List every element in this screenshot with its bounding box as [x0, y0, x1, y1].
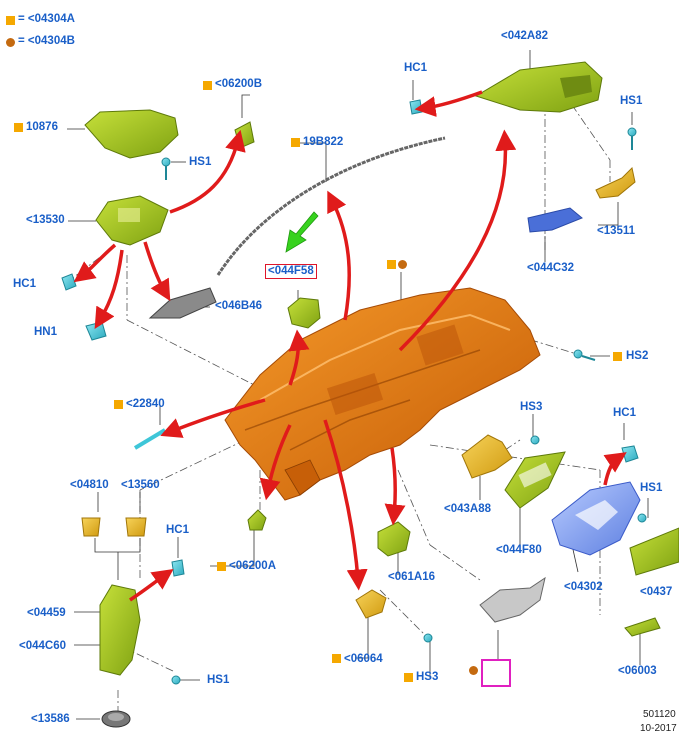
label-042A82: <042A82 — [501, 30, 548, 42]
label-leaders — [67, 50, 649, 720]
label-10876: 10876 — [26, 121, 58, 133]
defroster-seal — [216, 136, 446, 276]
marker-square — [14, 123, 23, 132]
clip-hc1-top — [409, 99, 423, 115]
label-06003: <06003 — [618, 665, 657, 677]
label-hc1: HC1 — [613, 407, 637, 419]
label-044F58-highlighted[interactable]: <044F58 — [265, 264, 317, 279]
marker-square — [291, 138, 300, 147]
glove-box-bracket — [595, 166, 636, 199]
label-19B822: 19B822 — [303, 136, 344, 148]
label-061A16: <061A16 — [388, 571, 435, 583]
center-bezel-blue — [551, 481, 641, 556]
label-hs3: HS3 — [520, 401, 543, 413]
red-arrows — [73, 90, 627, 602]
label-043A88: <043A88 — [444, 503, 491, 515]
screw-hs1-right — [637, 513, 647, 523]
duct-grey — [148, 287, 217, 319]
mount-bracket-lower — [247, 509, 267, 531]
clip-hc1-lower — [171, 559, 185, 577]
instrument-cluster-hood — [84, 109, 179, 159]
marker-circle — [469, 666, 478, 675]
legend-square-label: = <04304A — [18, 13, 75, 25]
kick-panel — [377, 521, 411, 557]
screw-hs1-top — [627, 127, 637, 150]
diagram-code: 501120 — [643, 709, 676, 720]
console-side-trim — [99, 584, 141, 676]
label-13530: <13530 — [26, 214, 65, 226]
label-13511: <13511 — [597, 225, 636, 237]
label-hs3: HS3 — [416, 671, 439, 683]
label-hs1: HS1 — [620, 95, 643, 107]
right-end-trim — [629, 527, 679, 576]
legend-square-marker — [6, 16, 15, 25]
fastener-22840 — [133, 428, 167, 450]
marker-square — [387, 260, 396, 269]
marker-square — [217, 562, 226, 571]
label-22840: <22840 — [126, 398, 165, 410]
nut-hn1 — [85, 321, 107, 341]
label-hs1: HS1 — [207, 674, 230, 686]
label-hc1: HC1 — [404, 62, 428, 74]
label-hs1: HS1 — [189, 156, 212, 168]
label-13560: <13560 — [121, 479, 160, 491]
label-hc1: HC1 — [13, 278, 37, 290]
label-044C60: <044C60 — [19, 640, 66, 652]
clip-hc1-left — [61, 273, 77, 291]
small-bracket-right — [624, 617, 661, 637]
clip-hc1-right — [621, 445, 639, 463]
lower-bracket — [355, 589, 387, 619]
radio-frame — [504, 451, 566, 509]
label-044F80: <044F80 — [496, 544, 542, 556]
glove-box-upper — [474, 61, 603, 113]
screw-hs3-a — [530, 435, 540, 445]
label-hs2: HS2 — [626, 350, 649, 362]
screw-hs1-lower — [171, 675, 181, 685]
label-06200A: <06200A — [229, 560, 276, 572]
label-06064: <06064 — [344, 653, 383, 665]
label-13586: <13586 — [31, 713, 70, 725]
screw-hs3-b — [423, 633, 433, 643]
marker-square — [203, 81, 212, 90]
green-arrow — [285, 211, 319, 253]
vent-module — [287, 297, 321, 329]
marker-square — [332, 654, 341, 663]
label-04459: <04459 — [27, 607, 66, 619]
label-04302: <04302 — [564, 581, 603, 593]
grey-lever — [479, 576, 546, 623]
label-hc1: HC1 — [166, 524, 190, 536]
label-046B46: <046B46 — [215, 300, 262, 312]
blue-bracket-left — [527, 207, 583, 233]
screw-hs1-left — [161, 157, 171, 180]
grommet — [101, 710, 131, 728]
diagram-date: 10-2017 — [640, 723, 677, 734]
label-04810: <04810 — [70, 479, 109, 491]
label-06200B: <06200B — [215, 78, 262, 90]
label-hn1: HN1 — [34, 326, 58, 338]
label-044C32: <044C32 — [527, 262, 574, 274]
center-bracket — [461, 434, 513, 479]
plug-buttons — [81, 517, 147, 537]
cluster-bezel — [95, 195, 169, 246]
label-0437x: <0437 — [640, 586, 673, 598]
marker-square — [114, 400, 123, 409]
callout-box-pink — [481, 659, 511, 687]
marker-square — [404, 673, 413, 682]
marker-square — [613, 352, 622, 361]
marker-circle — [398, 260, 407, 269]
legend-circle-marker — [6, 38, 15, 47]
screw-hs2 — [573, 349, 596, 361]
label-hs1: HS1 — [640, 482, 663, 494]
legend-circle-label: = <04304B — [18, 35, 75, 47]
